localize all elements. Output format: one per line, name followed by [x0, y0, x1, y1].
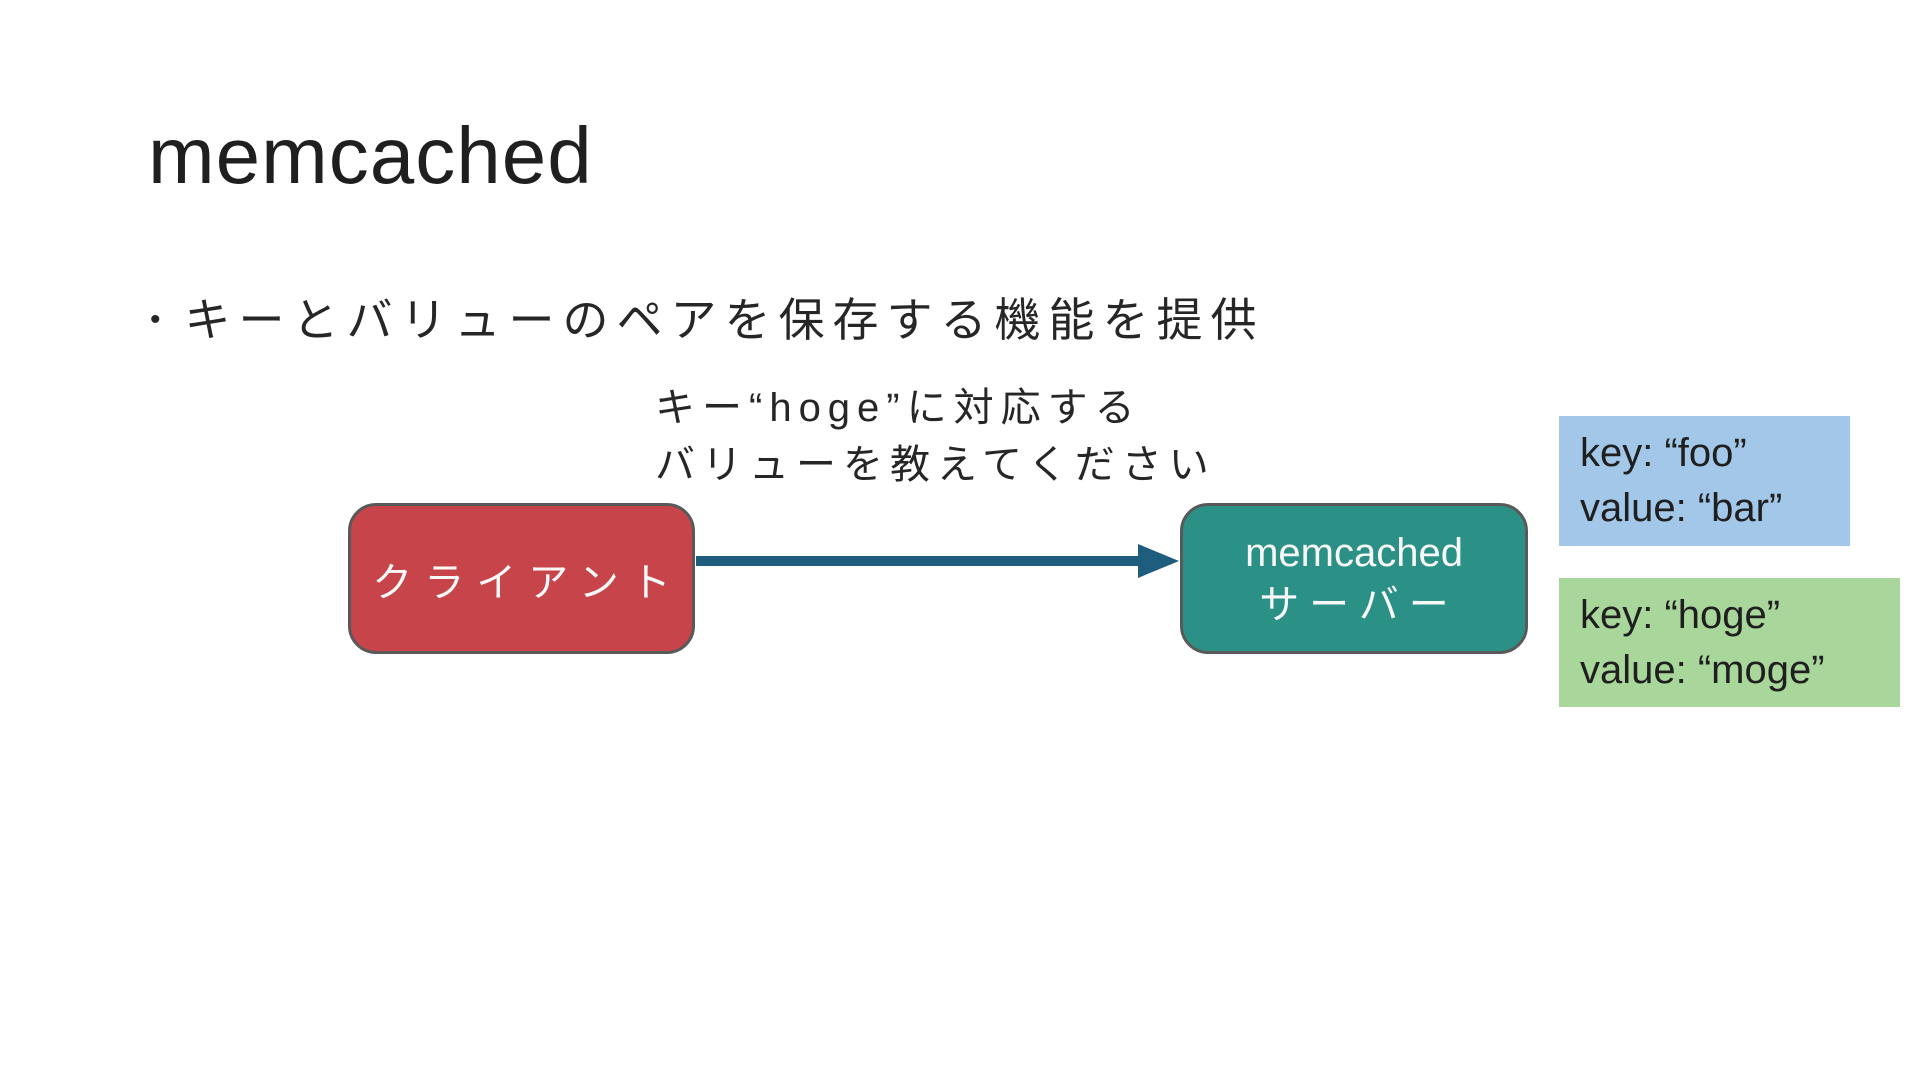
- kv-value-line: value: “bar”: [1580, 486, 1783, 530]
- arrow-label-line2: バリューを教えてください: [655, 443, 1216, 487]
- client-node-label: クライアント: [372, 560, 683, 605]
- kv-key-line: key: “foo”: [1580, 431, 1747, 475]
- request-arrow-icon: [696, 544, 1179, 578]
- kv-value-line: value: “moge”: [1580, 647, 1825, 692]
- bullet-marker: •: [150, 303, 161, 336]
- page-title: memcached: [148, 111, 593, 200]
- bullet-text: キーとバリューのペアを保存する機能を提供: [184, 294, 1265, 346]
- bullet-item: • キーとバリューのペアを保存する機能を提供: [150, 292, 1265, 348]
- kv-pair-foo-bar: key: “foo” value: “bar”: [1559, 416, 1850, 546]
- server-node-label-line1: memcached: [1245, 530, 1463, 575]
- server-node-label-line2: サーバー: [1259, 582, 1459, 627]
- arrow-label-line1: キー“hoge”に対応する: [655, 386, 1142, 430]
- client-node: クライアント: [348, 503, 695, 654]
- arrow-label: キー“hoge”に対応する バリューを教えてください: [655, 380, 1216, 494]
- kv-pair-hoge-moge: key: “hoge” value: “moge”: [1559, 578, 1900, 707]
- server-node: memcached サーバー: [1180, 503, 1528, 654]
- arrow-head-icon: [1138, 544, 1179, 578]
- kv-key-line: key: “hoge”: [1580, 592, 1781, 637]
